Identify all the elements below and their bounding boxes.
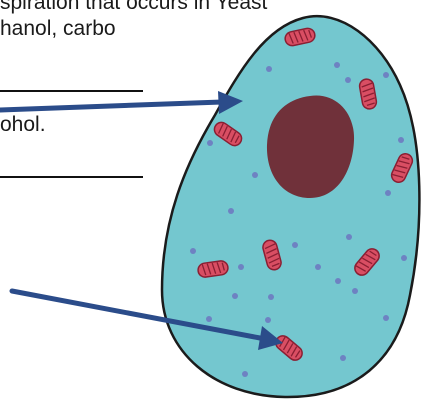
pointer-arrow-upper bbox=[0, 91, 243, 114]
